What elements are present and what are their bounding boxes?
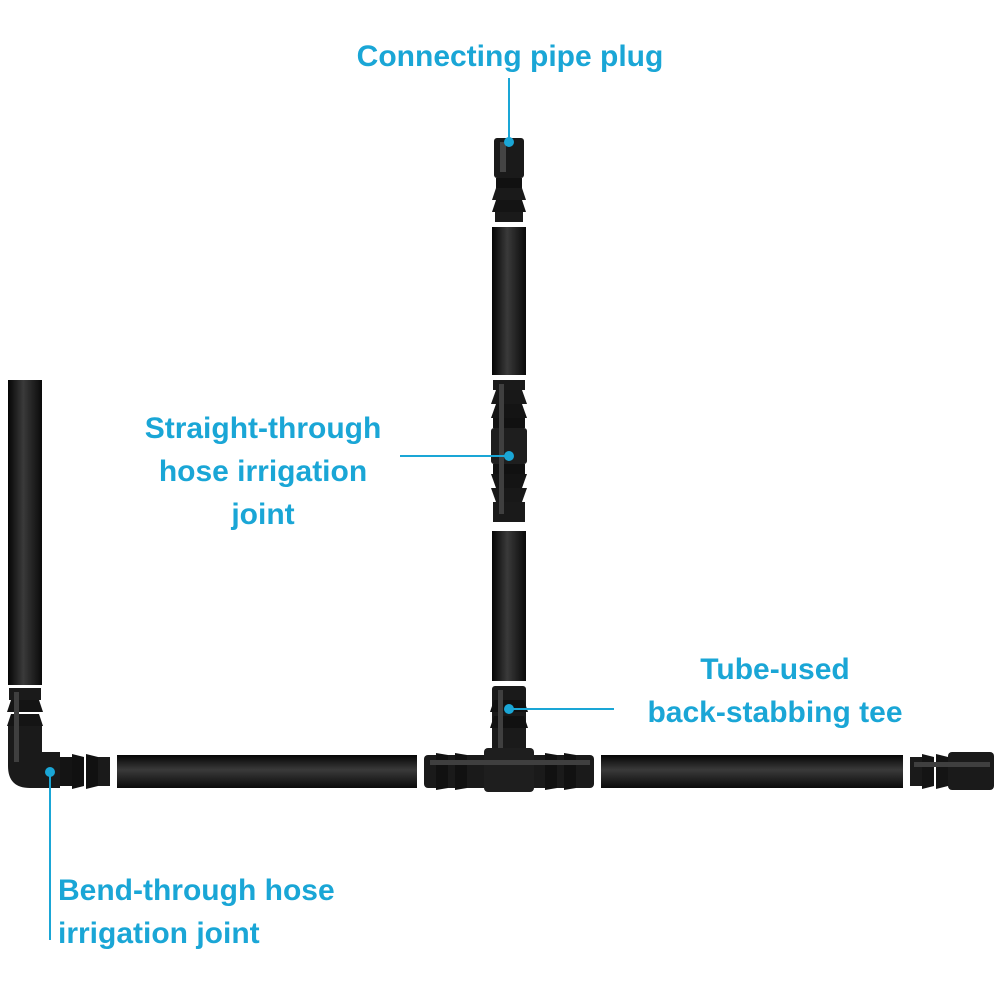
label-line: back-stabbing tee: [647, 696, 903, 729]
label-bend-through-joint: Bend-through hose irrigation joint: [40, 869, 398, 955]
label-line: irrigation joint: [58, 917, 260, 950]
callout-dot-tee: [504, 704, 514, 714]
pipe-horizontal-1: [117, 755, 417, 788]
pipe-vertical-middle: [492, 531, 526, 681]
pipes: [8, 227, 903, 788]
callout-lines: [45, 78, 614, 940]
elbow-fitting: [7, 688, 110, 789]
label-connecting-pipe-plug: Connecting pipe plug: [310, 35, 710, 78]
label-back-stabbing-tee: Tube-used back-stabbing tee: [610, 648, 940, 734]
pipe-horizontal-2: [601, 755, 903, 788]
pipe-plug: [492, 138, 526, 222]
callout-dot-bend: [45, 767, 55, 777]
label-line: hose irrigation: [158, 455, 368, 488]
pipe-left-vertical: [8, 380, 42, 685]
callout-dot-plug: [504, 137, 514, 147]
end-plug: [910, 752, 994, 790]
label-line: joint: [231, 498, 295, 531]
label-line: Tube-used: [700, 653, 850, 686]
label-straight-through-joint: Straight-through hose irrigation joint: [113, 407, 413, 536]
label-line: Straight-through: [144, 412, 382, 445]
pipe-vertical-top: [492, 227, 526, 375]
label-line: Connecting pipe plug: [356, 40, 664, 73]
callout-dot-straight: [504, 451, 514, 461]
label-line: Bend-through hose: [58, 874, 335, 907]
tee-fitting: [424, 686, 594, 792]
